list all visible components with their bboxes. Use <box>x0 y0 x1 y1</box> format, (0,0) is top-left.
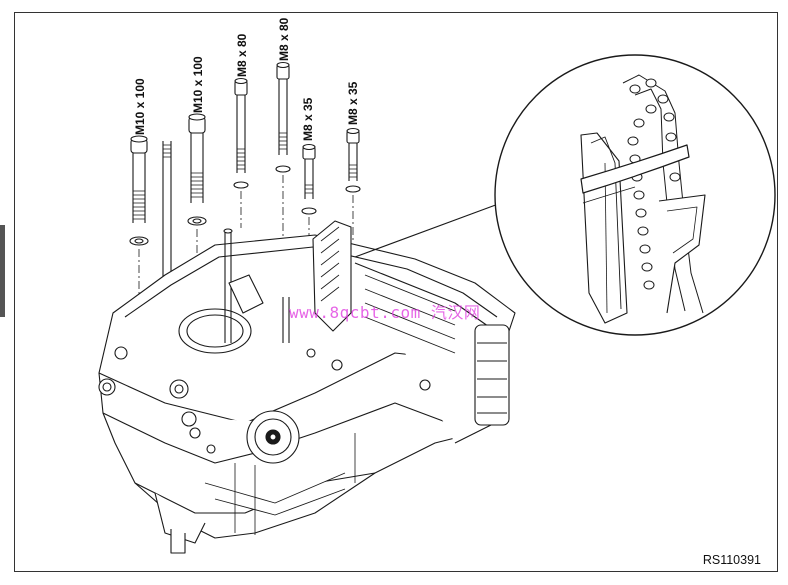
bolt-label-m10x100-right: M10 x 100 <box>191 56 205 113</box>
bolt-icon <box>188 113 206 203</box>
figure-frame: M10 x 100 M10 x 100 M8 x 80 M8 x 80 M8 x… <box>14 12 778 572</box>
bolt-icon <box>130 135 148 223</box>
timing-chain-detail-callout <box>494 54 776 336</box>
callout-leader-line <box>354 202 502 258</box>
page-edge-marker <box>0 225 5 317</box>
bolt-label-m8x35-right: M8 x 35 <box>346 81 360 125</box>
bolt-label-m10x100-left: M10 x 100 <box>133 78 147 135</box>
engine-diagram <box>98 54 776 554</box>
bolt-icon <box>345 127 361 241</box>
bolt-label-m8x80-left: M8 x 80 <box>235 33 249 77</box>
bolt-label-m8x35-left: M8 x 35 <box>301 97 315 141</box>
bolt-icon <box>275 61 291 253</box>
washer-icon <box>187 216 207 263</box>
bolt-label-m8x80-right: M8 x 80 <box>277 17 291 61</box>
figure-reference-code: RS110391 <box>702 553 761 567</box>
watermark: www.8qcbt.com 汽汉网 <box>289 303 481 322</box>
engine-block-drawing <box>98 220 516 554</box>
bolt-icon <box>301 143 317 243</box>
bolt-icon <box>233 77 249 228</box>
